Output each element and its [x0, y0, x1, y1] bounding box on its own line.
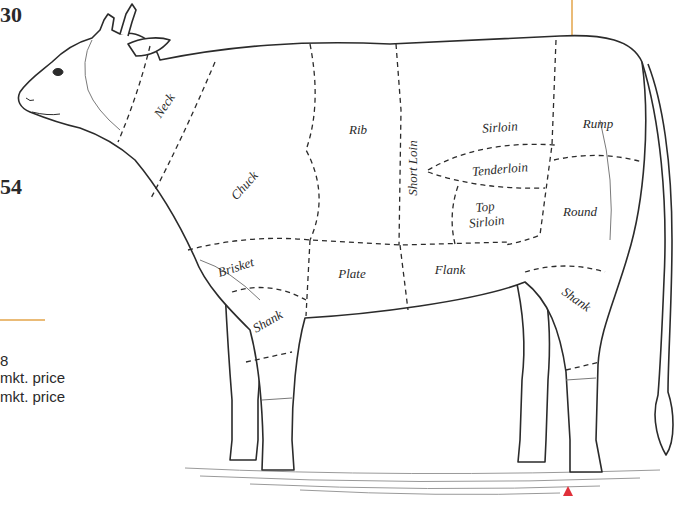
cut-line	[246, 352, 292, 362]
mouth	[32, 112, 60, 115]
accent-rule	[0, 319, 45, 321]
shade-line	[262, 398, 292, 400]
cow-outline	[18, 4, 673, 472]
cut-line	[118, 46, 150, 142]
cut-line	[396, 44, 401, 245]
ground-line	[250, 484, 600, 489]
price-number: 54	[0, 174, 22, 199]
cut-line	[400, 245, 408, 310]
cut-line	[525, 266, 605, 272]
cut-name: Rump	[583, 117, 613, 132]
cut-name: Top Sirloin	[461, 198, 512, 233]
cut-line	[306, 240, 310, 316]
cut-name: Sirloin	[482, 119, 518, 136]
cow-body	[18, 14, 645, 472]
cut-name: Flank	[435, 263, 465, 278]
cut-line	[150, 62, 215, 200]
shade-line	[566, 378, 596, 380]
shade-line	[85, 40, 120, 130]
cut-name: Round	[563, 205, 597, 220]
cut-line	[554, 155, 642, 162]
cut-name: Plate	[338, 267, 365, 282]
shade-line	[600, 120, 611, 240]
tail	[642, 62, 673, 455]
price-number: 30	[0, 2, 22, 27]
eye	[53, 69, 63, 76]
cut-line	[505, 40, 556, 245]
nostril	[26, 98, 34, 101]
price-note: mkt. price	[0, 369, 65, 386]
price-number: 8	[0, 352, 8, 369]
cut-line	[452, 186, 458, 244]
ground-line	[200, 476, 640, 482]
cut-line	[232, 288, 306, 301]
cut-line	[188, 238, 510, 250]
cut-name: Short Loin	[406, 140, 421, 195]
cut-line	[306, 44, 319, 240]
marker-triangle	[563, 486, 573, 496]
cut-lines	[118, 40, 642, 370]
cut-name: Rib	[349, 123, 367, 138]
cut-line	[566, 362, 600, 370]
ground-line	[300, 490, 560, 494]
price-note: mkt. price	[0, 388, 65, 405]
ear	[128, 38, 170, 56]
horn	[120, 4, 136, 36]
cow-details	[26, 40, 611, 400]
